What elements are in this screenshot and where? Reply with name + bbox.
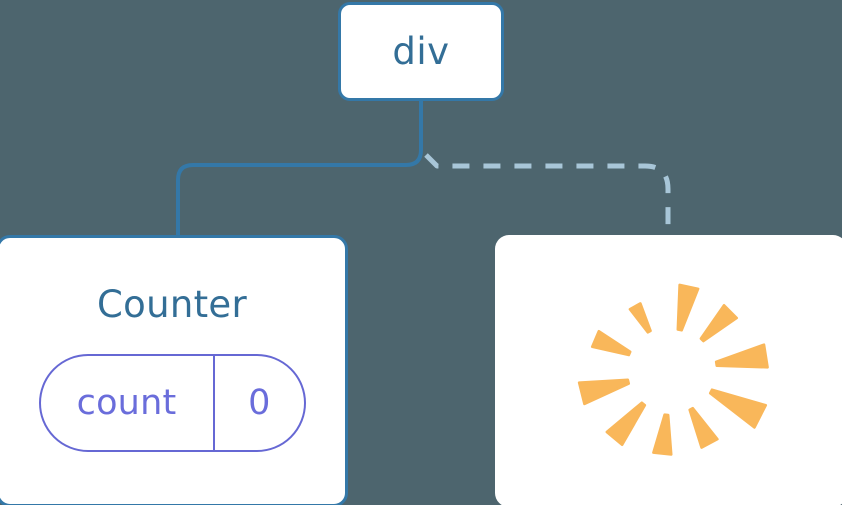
spinner-ray-9 [628, 302, 652, 334]
loading-spinner-icon [577, 283, 769, 456]
state-pill-divider [212, 356, 215, 450]
spinner-ray-5 [652, 413, 673, 456]
state-pill-value: 0 [248, 383, 271, 423]
edge-root-to-spinner [424, 153, 671, 238]
state-pill-key: count [76, 383, 177, 423]
spinner-wrap [495, 235, 842, 505]
spinner-ray-8 [590, 329, 632, 357]
spinner-ray-6 [605, 401, 647, 447]
edge-root-to-counter [176, 98, 423, 240]
state-pill-count[interactable]: count 0 [38, 354, 306, 452]
spinner-ray-1 [699, 303, 739, 343]
node-div-label: div [392, 30, 450, 73]
spinner-ray-7 [577, 378, 631, 406]
node-div[interactable]: div [338, 2, 504, 101]
node-spinner[interactable] [495, 235, 842, 505]
spinner-ray-4 [688, 406, 719, 449]
spinner-ray-0 [676, 283, 700, 332]
node-counter[interactable]: Counter count 0 [0, 235, 348, 505]
spinner-ray-2 [714, 343, 769, 369]
node-counter-label: Counter [97, 283, 247, 326]
spinner-ray-3 [708, 388, 768, 429]
